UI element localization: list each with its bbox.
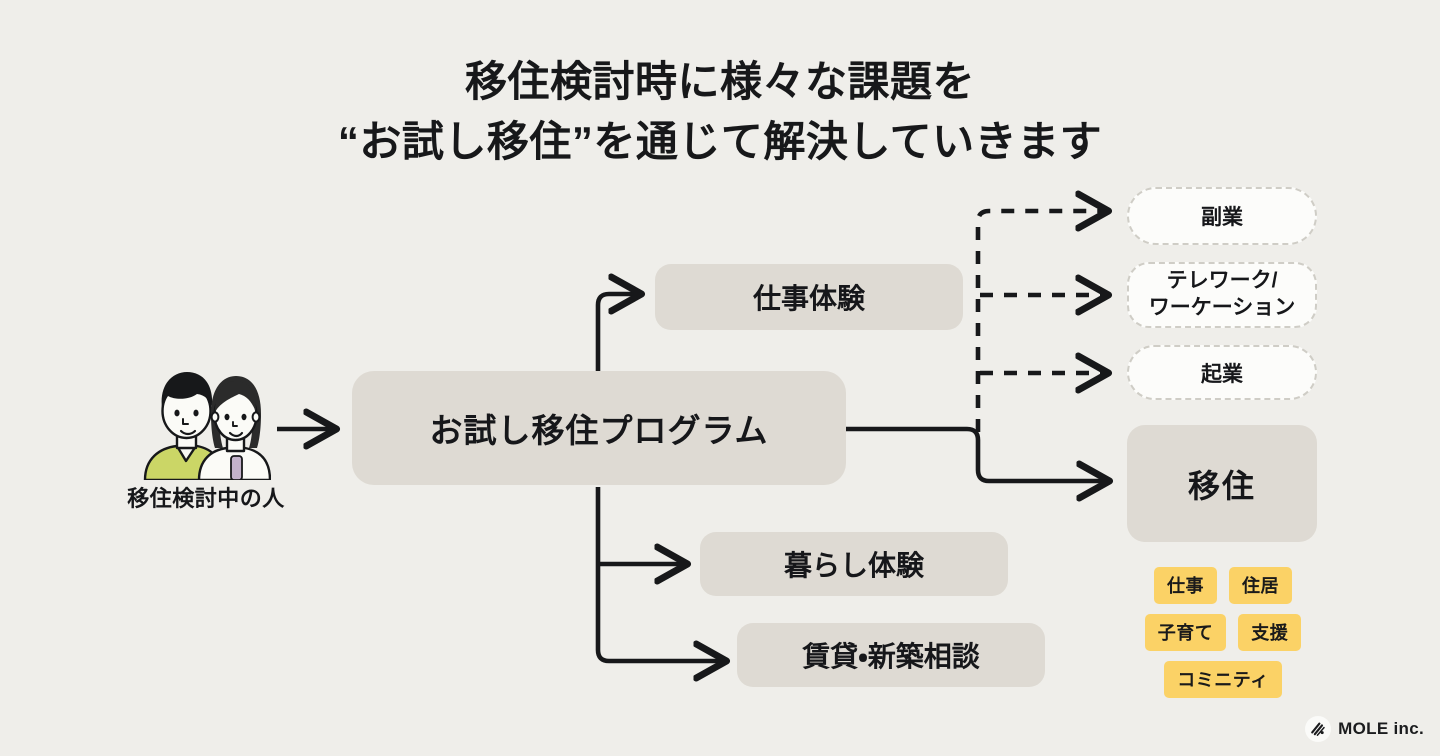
node-startup[interactable]: 起業 (1127, 345, 1317, 400)
tag-support[interactable]: 支援 (1238, 614, 1302, 651)
source-label: 移住検討中の人 (127, 486, 285, 511)
page-title: 移住検討時に様々な課題を “お試し移住”を通じて解決していきます (0, 52, 1440, 171)
node-life-experience[interactable]: 暮らし体験 (700, 532, 1008, 596)
node-work-experience[interactable]: 仕事体験 (655, 264, 963, 330)
page-title-line-1: 移住検討時に様々な課題を (464, 58, 975, 105)
migration-tag-group: 仕事 住居 子育て 支援 コミニティ (1113, 567, 1333, 708)
tag-housing[interactable]: 住居 (1229, 567, 1292, 604)
tag-row-2: 子育て 支援 (1113, 614, 1333, 651)
mole-logo-text: MOLE inc. (1338, 719, 1424, 738)
tag-row-3: コミニティ (1113, 661, 1333, 698)
node-telework-workation[interactable]: テレワーク/ ワーケーション (1127, 262, 1317, 328)
node-telework-line-2: ワーケーション (1148, 296, 1296, 319)
node-rent-newbuild-consultation[interactable]: 賃貸・新築相談 (737, 623, 1045, 687)
page-title-line-2: “お試し移住”を通じて解決していきます (337, 117, 1103, 165)
mole-inc-logo: MOLE inc. (1305, 716, 1424, 742)
tag-community[interactable]: コミニティ (1164, 661, 1282, 698)
tag-row-1: 仕事 住居 (1113, 567, 1333, 604)
tag-work[interactable]: 仕事 (1154, 567, 1217, 604)
wire-program-to-work (595, 294, 637, 371)
wire-program-to-junction (846, 426, 1105, 481)
mole-logo-icon (1305, 716, 1332, 742)
tag-childcare[interactable]: 子育て (1144, 614, 1227, 651)
node-migration[interactable]: 移住 (1127, 425, 1317, 542)
two-people-illustration (143, 372, 271, 480)
node-side-job[interactable]: 副業 (1127, 187, 1317, 245)
node-trial-migration-program[interactable]: お試し移住プログラム (352, 371, 846, 485)
wire-dashed-trunk (975, 211, 1104, 432)
node-telework-line-1: テレワーク/ (1166, 269, 1278, 293)
